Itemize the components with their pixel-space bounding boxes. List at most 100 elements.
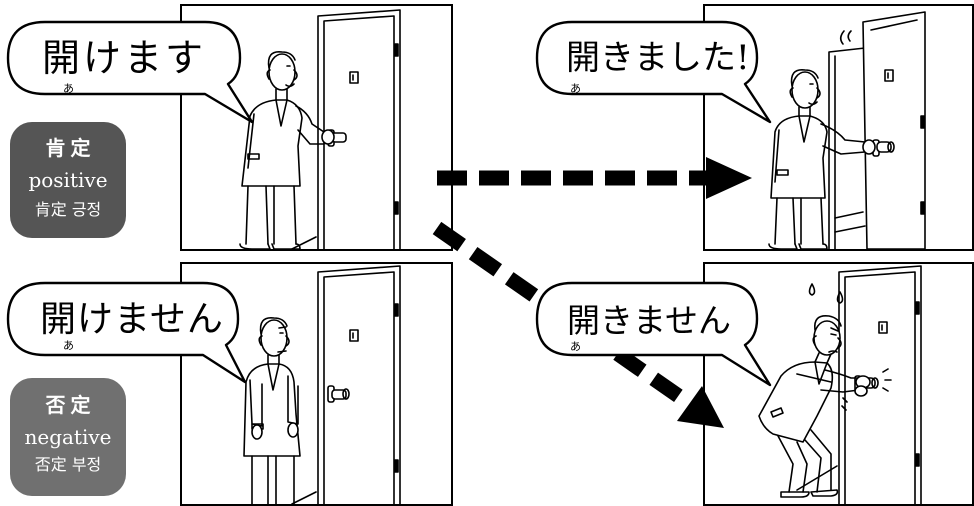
door-handle — [327, 385, 350, 403]
panel-not-opening — [180, 262, 453, 506]
man-hand — [321, 129, 335, 145]
door-hinge — [915, 301, 920, 315]
speech-text: 開けます — [42, 36, 207, 80]
man-hair — [790, 69, 819, 87]
man-legs — [245, 185, 297, 245]
motion-lines — [839, 30, 852, 45]
man-neck — [814, 352, 832, 364]
man-shoes — [780, 489, 839, 498]
floor-line — [291, 491, 317, 504]
panel-art — [239, 9, 401, 249]
positive-badge: 肯定 positive 肯定 긍정 — [10, 122, 126, 238]
door-sign — [349, 329, 359, 342]
man-ear — [789, 87, 794, 98]
door-sign — [349, 71, 359, 84]
door-hinge — [920, 115, 925, 129]
door-sign — [884, 69, 894, 82]
man-hair — [267, 51, 296, 69]
man-neck — [798, 106, 811, 117]
door-handle — [872, 139, 895, 157]
badge-translations: 肯定 긍정 — [34, 200, 102, 219]
badge-title: 肯定 — [45, 136, 96, 160]
man-ear — [258, 335, 263, 346]
man-jacket — [241, 99, 303, 187]
speech-bubble — [535, 20, 772, 124]
badge-title: 否定 — [45, 393, 96, 417]
man-pocket — [770, 407, 784, 418]
badge-english-label: positive — [28, 168, 108, 192]
man-shoes — [768, 243, 828, 249]
man-back-arm — [796, 373, 832, 383]
man-ear — [266, 69, 271, 80]
doorway-step — [834, 211, 866, 233]
speech-text: 開けません — [40, 299, 224, 340]
man-shoes — [239, 243, 301, 249]
man-sleeve — [774, 129, 780, 183]
man-figure — [239, 51, 335, 249]
man-lapel — [267, 363, 280, 391]
door-hinge — [915, 453, 920, 467]
door-hinge — [394, 303, 399, 317]
man-neck — [267, 354, 280, 365]
door-hinge — [394, 459, 399, 473]
dashed-arrow-right-icon — [437, 157, 752, 199]
furigana: あ — [63, 339, 74, 352]
speech-bubble — [6, 20, 254, 124]
man-arm — [295, 105, 325, 145]
floor-line — [291, 236, 317, 249]
door — [317, 265, 401, 504]
sweat-drops — [808, 283, 844, 304]
speech-text: 開きません — [567, 301, 732, 340]
man-pocket — [251, 423, 264, 430]
panel-door-opened — [703, 4, 974, 251]
man-hair — [813, 314, 842, 331]
panel-art — [243, 265, 401, 504]
shake-lines — [841, 368, 892, 411]
man-hand — [854, 385, 868, 397]
door-hinge — [394, 201, 399, 215]
man-figure — [768, 69, 876, 249]
negative-badge: 否定 negative 否定 부정 — [10, 378, 126, 496]
furigana: あ — [570, 340, 581, 353]
man-hand — [251, 424, 263, 440]
badge-english-label: negative — [24, 425, 112, 449]
badge-translations: 否定 부정 — [34, 455, 102, 474]
man-pocket — [247, 153, 260, 160]
man-neck — [275, 88, 288, 101]
man-sleeve — [247, 113, 255, 169]
man-lapel — [275, 99, 288, 127]
man-legs — [251, 455, 295, 504]
man-jacket — [770, 115, 828, 199]
man-face — [277, 326, 290, 353]
door-hinge — [394, 43, 399, 57]
man-hand — [862, 139, 876, 155]
furigana: あ — [570, 82, 581, 95]
door-hinge — [920, 201, 925, 215]
man-face — [828, 327, 842, 353]
man-figure — [243, 317, 301, 504]
man-legs — [776, 429, 832, 493]
man-hand — [287, 422, 299, 438]
man-figure — [758, 314, 871, 498]
man-ear — [812, 335, 817, 346]
man-face — [285, 65, 298, 88]
man-pocket — [776, 169, 789, 176]
man-hair — [259, 317, 288, 335]
speech-bubble — [535, 281, 772, 387]
door-sign — [878, 321, 888, 334]
furigana: あ — [63, 82, 74, 95]
panel-art — [768, 11, 926, 249]
panel-art — [758, 265, 922, 504]
doorway — [828, 47, 866, 249]
door — [862, 11, 926, 249]
man-arm — [820, 123, 866, 155]
speech-bubble — [6, 281, 247, 384]
speech-text: 開きました! — [566, 38, 750, 78]
man-lapel — [798, 115, 811, 143]
door — [838, 265, 922, 504]
man-arm — [820, 369, 862, 393]
man-legs — [774, 197, 824, 245]
man-face — [808, 83, 821, 106]
